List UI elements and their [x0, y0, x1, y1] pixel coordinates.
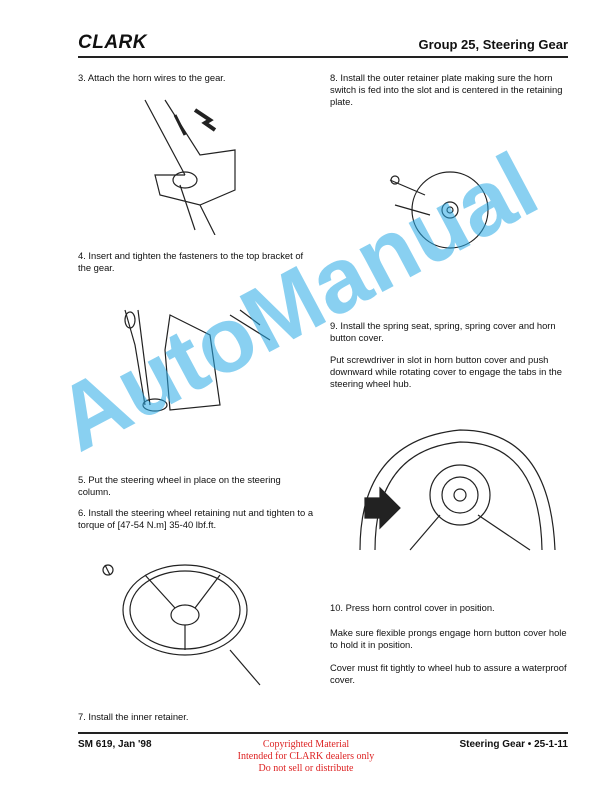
- copyright-line-1: Copyrighted Material: [262, 739, 350, 750]
- steering-wheel-nut-illustration: [102, 564, 261, 686]
- step-7: 7. Install the inner retainer.: [78, 711, 189, 722]
- horn-button-illustration: [359, 429, 556, 551]
- step-9-detail: Put screwdriver in slot in horn button c…: [330, 354, 562, 389]
- step-4: 4. Insert and tighten the fasteners to t…: [78, 250, 304, 273]
- copyright-line-2: Intended for CLARK dealers only: [237, 751, 375, 762]
- footer-manual-id: SM 619, Jan '98: [78, 739, 152, 750]
- clark-logo: CLARK: [78, 32, 147, 53]
- step-10: 10. Press horn control cover in position…: [330, 602, 495, 613]
- step-6: 6. Install the steering wheel retaining …: [78, 507, 314, 530]
- footer-page-ref: Steering Gear • 25-1-11: [459, 739, 568, 750]
- horn-wires-illustration: [144, 99, 236, 235]
- step-9: 9. Install the spring seat, spring, spri…: [330, 320, 556, 343]
- step-5: 5. Put the steering wheel in place on th…: [78, 474, 281, 497]
- step-3: 3. Attach the horn wires to the gear.: [78, 72, 226, 83]
- step-10-cover: Cover must fit tightly to wheel hub to a…: [330, 662, 567, 685]
- copyright-notice: Copyrighted Material Intended for CLARK …: [206, 739, 406, 775]
- footer-rule: [78, 732, 568, 734]
- step-10-prongs: Make sure flexible prongs engage horn bu…: [330, 627, 567, 650]
- top-bracket-illustration: [124, 309, 271, 412]
- copyright-line-3: Do not sell or distribute: [258, 763, 354, 774]
- retainer-plate-illustration: [389, 171, 489, 249]
- step-8: 8. Install the outer retainer plate maki…: [330, 72, 563, 107]
- header-rule: [78, 56, 568, 58]
- group-title: Group 25, Steering Gear: [418, 37, 568, 52]
